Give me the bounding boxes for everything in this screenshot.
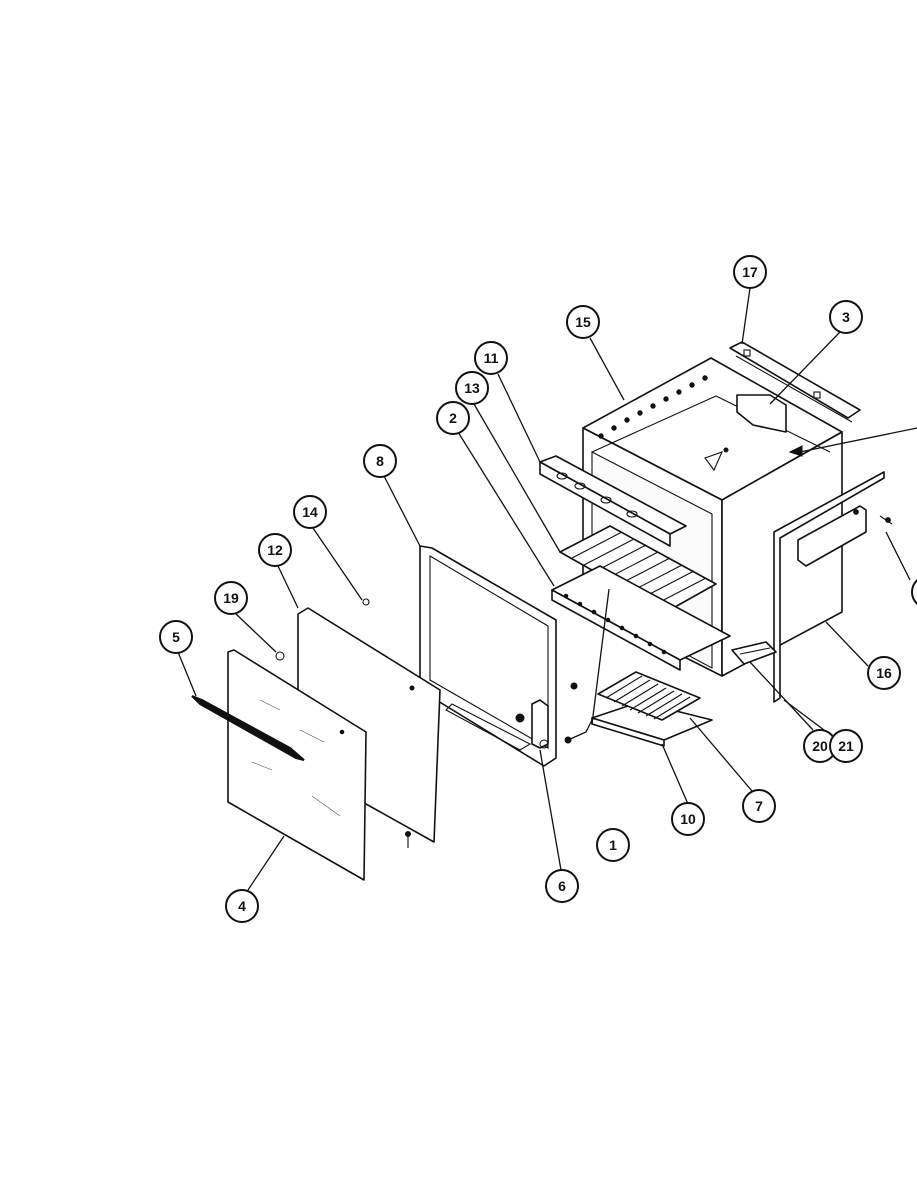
broiler-grid [597, 671, 701, 721]
door-outer-glass [227, 649, 367, 881]
callout-7: 7 [742, 789, 776, 823]
bottom-screw [405, 831, 411, 848]
callout-13: 13 [455, 371, 489, 405]
vent-trim [731, 641, 777, 665]
callout-label: 5 [172, 629, 180, 645]
callout-3: 3 [829, 300, 863, 334]
callout-label: 15 [575, 314, 591, 330]
callout-1: 1 [596, 828, 630, 862]
callout-offpage [911, 579, 917, 605]
callout-16: 16 [867, 656, 901, 690]
callout-label: 11 [484, 350, 499, 366]
callout-label: 13 [464, 380, 480, 396]
broiler-pan [591, 701, 713, 747]
upper-rack-guide [539, 455, 687, 547]
callout-label: 21 [838, 738, 854, 754]
callout-label: 10 [680, 811, 696, 827]
callout-20: 20 [803, 729, 837, 763]
callout-8: 8 [363, 444, 397, 478]
callout-21: 21 [829, 729, 863, 763]
callout-label: 8 [376, 453, 384, 469]
callout-label: 2 [449, 410, 457, 426]
leader-lines [177, 287, 917, 891]
door-inner-liner [419, 545, 578, 767]
callout-11: 11 [474, 341, 508, 375]
oven-side-panel [773, 471, 893, 703]
callout-14: 14 [293, 495, 327, 529]
callout-label: 1 [609, 837, 617, 853]
callout-5: 5 [159, 620, 193, 654]
callout-2: 2 [436, 401, 470, 435]
callout-15: 15 [566, 305, 600, 339]
oven-bottom-panel [551, 565, 731, 671]
callout-label: 6 [558, 878, 566, 894]
door-handle [191, 695, 305, 761]
hinge-pin [564, 719, 593, 744]
callout-12: 12 [258, 533, 292, 567]
callout-label: 4 [238, 898, 246, 914]
door-hinge [531, 699, 549, 749]
top-rear-rail [729, 341, 861, 423]
callout-label: 19 [223, 590, 239, 606]
callout-label: 20 [812, 738, 828, 754]
door-spacer [275, 651, 285, 661]
callout-6: 6 [545, 869, 579, 903]
element-leader [788, 427, 917, 457]
callout-10: 10 [671, 802, 705, 836]
callout-4: 4 [225, 889, 259, 923]
callout-label: 14 [302, 504, 318, 520]
callout-17: 17 [733, 255, 767, 289]
callout-label: 3 [842, 309, 850, 325]
callout-label: 12 [267, 542, 283, 558]
callout-label: 17 [742, 264, 758, 280]
callout-19: 19 [214, 581, 248, 615]
top-bracket [736, 394, 787, 433]
callout-label: 16 [876, 665, 892, 681]
callout-label: 7 [755, 798, 763, 814]
door-screw [362, 598, 370, 606]
